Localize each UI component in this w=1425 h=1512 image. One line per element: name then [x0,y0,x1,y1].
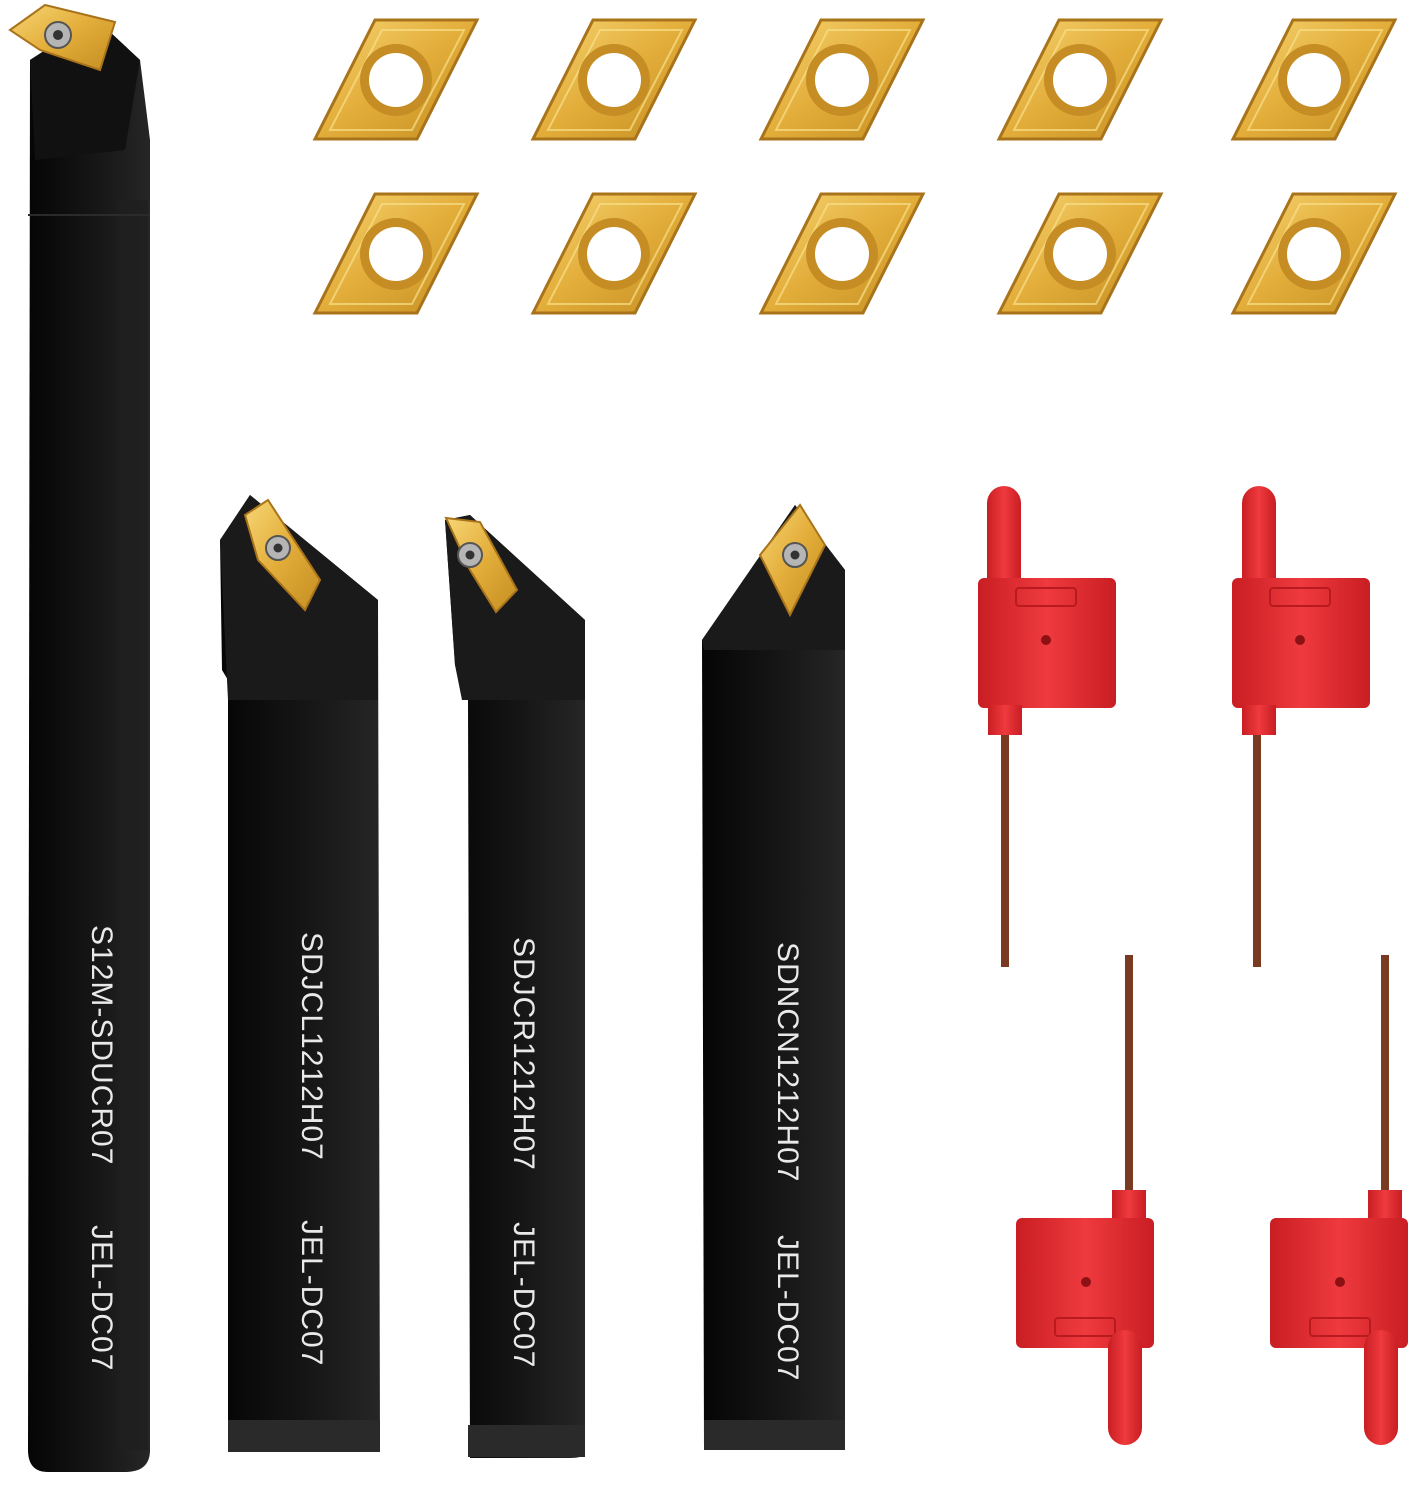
carbide-insert-icon [312,18,480,141]
carbide-insert-icon [758,192,926,315]
holder-insert-code-label: JEL-DC07 [771,1235,804,1381]
carbide-insert-icon [758,18,926,141]
holder-insert-code-label: JEL-DC07 [85,1225,118,1371]
carbide-insert-icon [1230,18,1398,141]
holder-model-label: SDJCR1212H07 [507,937,540,1171]
carbide-insert-icon [243,498,322,612]
carbide-insert-icon [8,3,117,72]
neutral-tool-holder: SDNCN1212H07 JEL-DC07 [702,503,845,1450]
torx-flag-wrench-icon [1016,955,1154,1445]
boring-bar-holder: S12M-SDUCR07 JEL-DC07 [8,3,150,1472]
insert-grid [312,18,1398,315]
holder-model-label: SDNCN1212H07 [771,942,804,1182]
carbide-insert-icon [758,503,827,618]
carbide-insert-icon [530,18,698,141]
carbide-insert-icon [530,192,698,315]
carbide-insert-icon [312,192,480,315]
carbide-insert-icon [996,18,1164,141]
holder-model-label: S12M-SDUCR07 [85,925,118,1165]
turning-tool-holder-left: SDJCL1212H07 JEL-DC07 [220,495,380,1452]
torx-flag-wrench-icon [978,486,1116,967]
torx-flag-wrench-icon [1270,955,1408,1445]
holder-insert-code-label: JEL-DC07 [295,1220,328,1366]
holder-insert-code-label: JEL-DC07 [507,1222,540,1368]
holder-model-label: SDJCL1212H07 [295,932,328,1161]
carbide-insert-icon [444,516,519,614]
carbide-insert-icon [996,192,1164,315]
torx-flag-wrench-icon [1232,486,1370,967]
turning-tool-holder-right: SDJCR1212H07 JEL-DC07 [444,515,585,1458]
carbide-insert-icon [1230,192,1398,315]
